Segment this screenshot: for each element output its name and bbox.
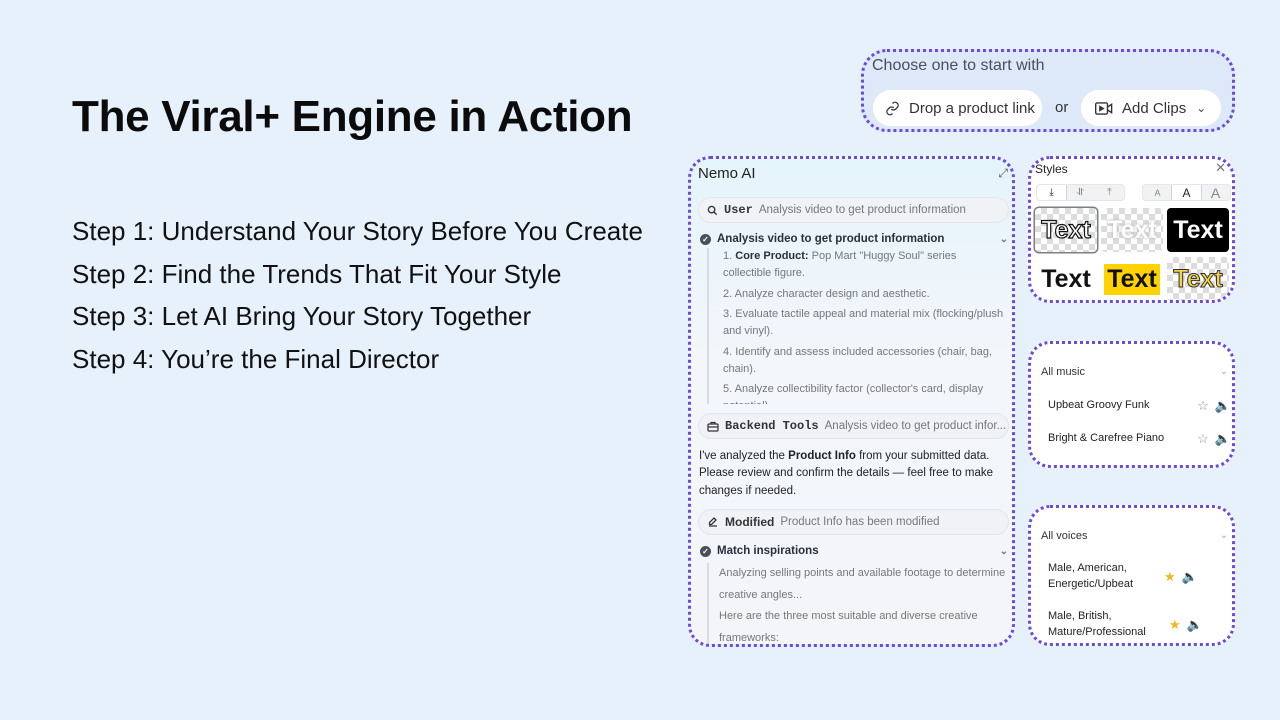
- search-icon: [707, 205, 718, 215]
- star-filled-icon[interactable]: ★: [1169, 616, 1181, 632]
- voice-filter-dropdown[interactable]: All voices ⌄: [1041, 530, 1228, 542]
- list-item: 5. Analyze collectibility factor (collec…: [723, 383, 984, 404]
- close-icon[interactable]: ✕: [1215, 160, 1226, 175]
- voice-name: Male, American, Energetic/Upbeat: [1048, 562, 1133, 590]
- modified-text: Product Info has been modified: [780, 516, 940, 528]
- chevron-down-icon[interactable]: ⌄: [999, 233, 1008, 245]
- backend-text: Analysis video to get product infor...: [824, 420, 1007, 432]
- star-icon[interactable]: ☆: [1197, 398, 1209, 413]
- music-filter-dropdown[interactable]: All music ⌄: [1041, 366, 1228, 378]
- modified-tag: Modified: [725, 515, 775, 529]
- match-paragraph-2: Here are the three most suitable and div…: [719, 610, 978, 644]
- voice-name: Male, British, Mature/Professional: [1048, 610, 1146, 638]
- star-filled-icon[interactable]: ★: [1164, 568, 1176, 584]
- edit-icon: [708, 517, 717, 527]
- link-icon: [886, 101, 899, 115]
- analysis-list: 1. Core Product: Pop Mart "Huggy Soul" s…: [707, 248, 1007, 404]
- toolbox-icon: [707, 421, 719, 432]
- drop-product-link-label: Drop a product link: [909, 99, 1035, 117]
- chevron-down-icon: ⌄: [1196, 101, 1207, 115]
- match-head-label: Match inspirations: [717, 545, 819, 557]
- analysis-head-label: Analysis video to get product informatio…: [717, 233, 945, 245]
- list-item: 3. Evaluate tactile appeal and material …: [723, 308, 1004, 337]
- style-tile-plain[interactable]: Text: [1035, 257, 1097, 300]
- nemo-title: Nemo AI: [698, 165, 756, 182]
- backend-tools-row[interactable]: Backend Tools Analysis video to get prod…: [698, 413, 1009, 439]
- user-text: Analysis video to get product informatio…: [758, 204, 966, 216]
- style-tiles: Text Text Text Text Text Text: [1035, 208, 1229, 300]
- align-middle-icon[interactable]: ⥯: [1076, 187, 1085, 198]
- user-tool-row[interactable]: User Analysis video to get product infor…: [698, 197, 1009, 223]
- music-filter-label: All music: [1041, 366, 1086, 378]
- style-tile-yellow-outline[interactable]: Text: [1167, 257, 1229, 300]
- voice-filter-label: All voices: [1041, 530, 1088, 542]
- or-label: or: [1055, 99, 1069, 116]
- video-icon: [1095, 101, 1113, 115]
- style-tile-black-bg[interactable]: Text: [1167, 208, 1229, 252]
- list-item: 2. Analyze character design and aestheti…: [723, 287, 930, 300]
- add-clips-label: Add Clips: [1122, 99, 1187, 117]
- style-tile-yellow-highlight[interactable]: Text: [1101, 257, 1163, 300]
- modified-row[interactable]: Modified Product Info has been modified: [698, 509, 1009, 535]
- style-tile-outline[interactable]: Text: [1035, 208, 1097, 252]
- styles-title: Styles: [1035, 162, 1068, 176]
- speaker-icon[interactable]: 🔈: [1181, 568, 1198, 584]
- align-bottom-icon[interactable]: ⤓: [1037, 185, 1066, 200]
- track-name: Bright & Carefree Piano: [1048, 432, 1165, 444]
- size-large-button[interactable]: A: [1210, 184, 1221, 201]
- styles-panel: Styles ✕ ⤓ ⥯ ⤒ A A A Text Text Text Text…: [1028, 156, 1235, 303]
- speaker-icon[interactable]: 🔈: [1214, 398, 1231, 413]
- style-tile-glow[interactable]: Text: [1101, 208, 1163, 252]
- user-tag: User: [724, 203, 753, 217]
- assistant-message: I've analyzed the Product Info from your…: [699, 450, 994, 497]
- choose-title: Choose one to start with: [872, 57, 1045, 74]
- slide-title: The Viral+ Engine in Action: [72, 92, 633, 141]
- step-2: Step 2: Find the Trends That Fit Your St…: [72, 258, 562, 289]
- chevron-down-icon: ⌄: [1219, 530, 1228, 541]
- step-4: Step 4: You’re the Final Director: [72, 343, 440, 374]
- size-small-button[interactable]: A: [1154, 187, 1161, 198]
- nemo-ai-panel: Nemo AI ⤢ User Analysis video to get pro…: [688, 156, 1015, 647]
- drop-product-link-button[interactable]: Drop a product link: [873, 90, 1042, 126]
- position-segment: ⤓ ⥯ ⤒: [1036, 184, 1125, 201]
- music-track-row[interactable]: Bright & Carefree Piano ☆ 🔈: [1048, 431, 1231, 447]
- voice-row[interactable]: Male, American, Energetic/Upbeat ★ 🔈: [1048, 561, 1228, 592]
- chevron-down-icon[interactable]: ⌄: [999, 545, 1008, 557]
- track-name: Upbeat Groovy Funk: [1048, 399, 1150, 411]
- step-3: Step 3: Let AI Bring Your Story Together: [72, 301, 532, 332]
- voices-panel: All voices ⌄ Male, American, Energetic/U…: [1028, 505, 1235, 646]
- speaker-icon[interactable]: 🔈: [1214, 431, 1231, 446]
- size-segment: A A A: [1142, 184, 1231, 201]
- analysis-section-head[interactable]: ✓ Analysis video to get product informat…: [700, 233, 1008, 245]
- speaker-icon[interactable]: 🔈: [1186, 616, 1203, 632]
- size-medium-button[interactable]: A: [1172, 185, 1201, 200]
- check-icon: ✓: [700, 545, 711, 557]
- align-top-icon[interactable]: ⤒: [1107, 187, 1112, 198]
- chevron-down-icon: ⌄: [1219, 366, 1228, 377]
- add-clips-button[interactable]: Add Clips ⌄: [1081, 90, 1221, 126]
- list-item: 1. Core Product: Pop Mart "Huggy Soul" s…: [723, 250, 957, 279]
- list-item: 4. Identify and assess included accessor…: [723, 345, 993, 375]
- choose-start-panel: Choose one to start with Drop a product …: [861, 49, 1235, 132]
- match-section-head[interactable]: ✓ Match inspirations ⌄: [700, 545, 1008, 557]
- match-paragraph-1: Analyzing selling points and available f…: [719, 567, 1006, 601]
- collapse-icon[interactable]: ⤢: [998, 166, 1008, 180]
- steps-list: Step 1: Understand Your Story Before You…: [72, 210, 643, 380]
- music-track-row[interactable]: Upbeat Groovy Funk ☆ 🔈: [1048, 398, 1231, 414]
- check-icon: ✓: [700, 233, 711, 245]
- match-content: Analyzing selling points and available f…: [707, 563, 1007, 644]
- star-icon[interactable]: ☆: [1197, 431, 1209, 446]
- music-panel: All music ⌄ Upbeat Groovy Funk ☆ 🔈 Brigh…: [1028, 341, 1235, 468]
- voice-row[interactable]: Male, British, Mature/Professional ★ 🔈: [1048, 609, 1228, 640]
- step-1: Step 1: Understand Your Story Before You…: [72, 216, 643, 246]
- backend-tag: Backend Tools: [725, 419, 819, 433]
